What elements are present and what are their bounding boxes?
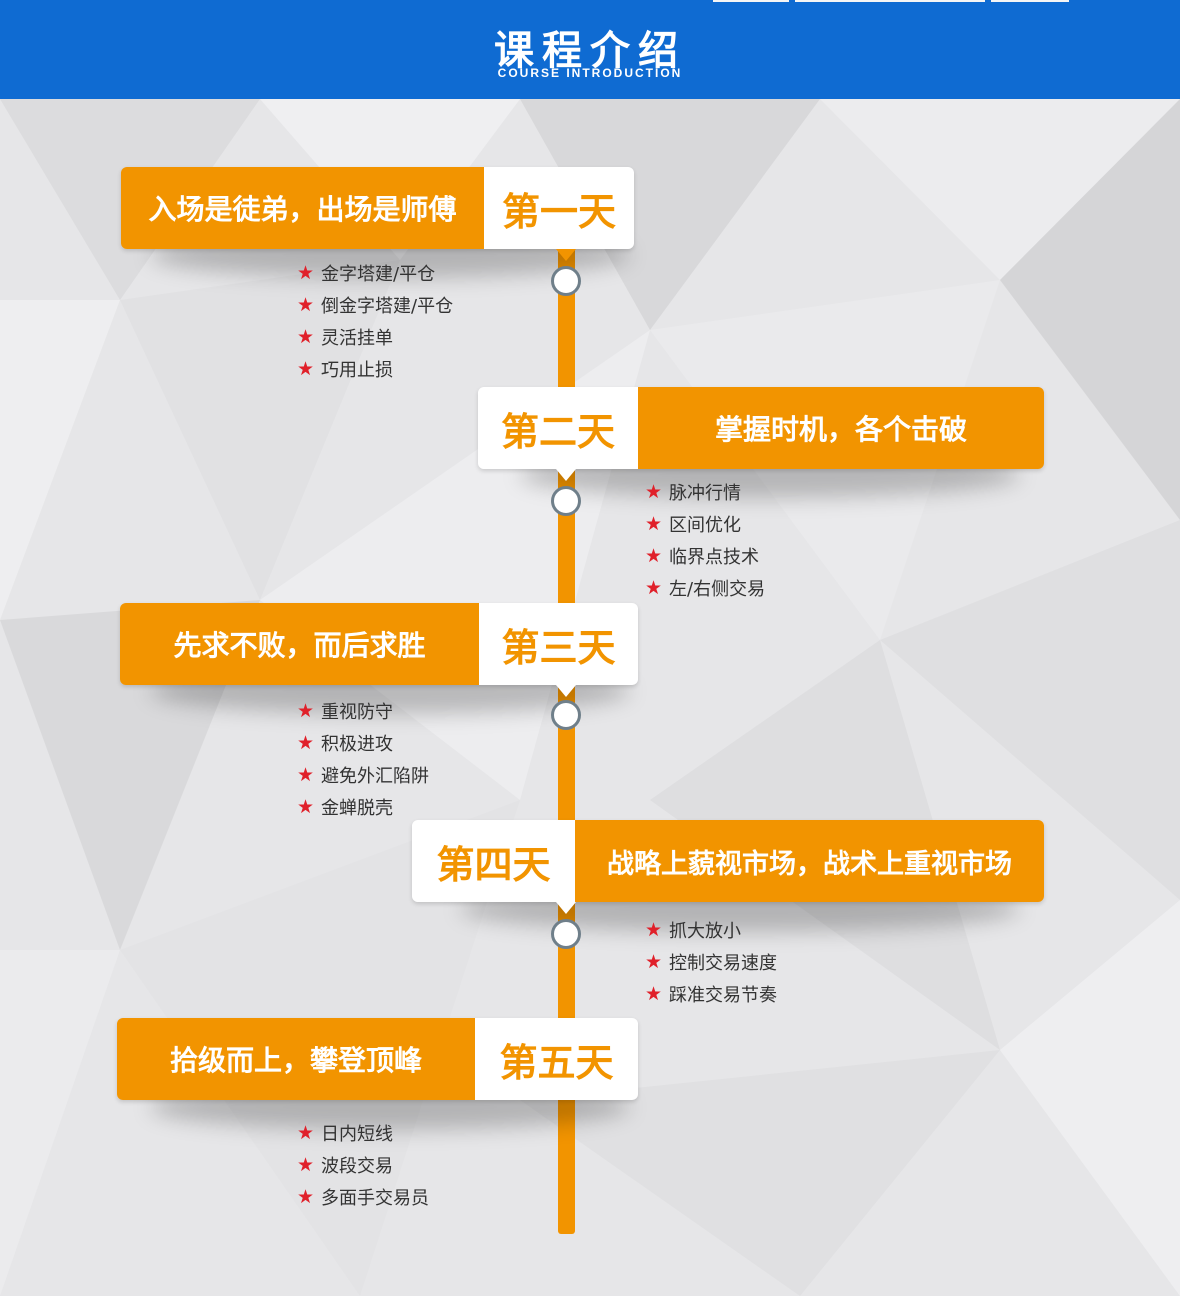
day-topic-list: ★ 金字塔建/平仓 ★ 倒金字塔建/平仓 ★ 灵活挂单 ★ 巧用止损 (297, 257, 453, 385)
page-title: 课程介绍 (494, 28, 686, 74)
list-item: ★ 日内短线 (297, 1117, 429, 1149)
topic-label: 灵活挂单 (321, 328, 393, 349)
card-pointer (556, 685, 576, 697)
topic-label: 临界点技术 (669, 547, 759, 568)
list-item: ★ 灵活挂单 (297, 321, 453, 353)
star-icon: ★ (297, 764, 315, 786)
star-icon: ★ (645, 983, 663, 1005)
star-icon: ★ (297, 294, 315, 316)
star-icon: ★ (297, 1122, 315, 1144)
day-slogan: 掌握时机，各个击破 (638, 387, 1044, 469)
day-slogan: 入场是徒弟，出场是师傅 (121, 167, 484, 249)
day-card-5: 拾级而上，攀登顶峰 第五天 (117, 1018, 638, 1100)
day-label: 第二天 (478, 387, 638, 469)
list-item: ★ 左/右侧交易 (645, 572, 765, 604)
list-item: ★ 区间优化 (645, 508, 765, 540)
day-label: 第三天 (479, 603, 638, 685)
topic-label: 控制交易速度 (669, 953, 777, 974)
card-pointer (556, 469, 576, 481)
timeline-node (551, 700, 581, 730)
top-tab-strip (713, 0, 789, 2)
day-slogan: 先求不败，而后求胜 (120, 603, 479, 685)
day-topic-list: ★ 重视防守 ★ 积极进攻 ★ 避免外汇陷阱 ★ 金蝉脱壳 (297, 695, 429, 823)
topic-label: 巧用止损 (321, 360, 393, 381)
topic-label: 踩准交易节奏 (669, 985, 777, 1006)
page-subtitle: COURSE INTRODUCTION (497, 66, 683, 80)
list-item: ★ 倒金字塔建/平仓 (297, 289, 453, 321)
star-icon: ★ (645, 919, 663, 941)
star-icon: ★ (297, 326, 315, 348)
card-pointer (556, 249, 576, 261)
star-icon: ★ (297, 1186, 315, 1208)
star-icon: ★ (645, 951, 663, 973)
topic-label: 金字塔建/平仓 (321, 264, 436, 285)
day-topic-list: ★ 日内短线 ★ 波段交易 ★ 多面手交易员 (297, 1117, 429, 1213)
topic-label: 抓大放小 (669, 921, 741, 942)
card-pointer (556, 902, 576, 914)
star-icon: ★ (297, 1154, 315, 1176)
page-header: 课程介绍 COURSE INTRODUCTION (0, 0, 1180, 99)
day-topic-list: ★ 脉冲行情 ★ 区间优化 ★ 临界点技术 ★ 左/右侧交易 (645, 476, 765, 604)
list-item: ★ 抓大放小 (645, 914, 777, 946)
star-icon: ★ (297, 262, 315, 284)
star-icon: ★ (297, 732, 315, 754)
star-icon: ★ (645, 513, 663, 535)
day-label: 第五天 (475, 1018, 638, 1100)
topic-label: 脉冲行情 (669, 483, 741, 504)
list-item: ★ 积极进攻 (297, 727, 429, 759)
list-item: ★ 波段交易 (297, 1149, 429, 1181)
topic-label: 日内短线 (321, 1124, 393, 1145)
day-card-4: 第四天 战略上藐视市场，战术上重视市场 (412, 820, 1044, 902)
top-tab-strip (795, 0, 985, 2)
list-item: ★ 踩准交易节奏 (645, 978, 777, 1010)
top-tab-strip (991, 0, 1069, 2)
topic-label: 区间优化 (669, 515, 741, 536)
topic-label: 多面手交易员 (321, 1188, 429, 1209)
timeline-node (551, 266, 581, 296)
topic-label: 倒金字塔建/平仓 (321, 296, 454, 317)
list-item: ★ 巧用止损 (297, 353, 453, 385)
day-card-2: 第二天 掌握时机，各个击破 (478, 387, 1044, 469)
topic-label: 积极进攻 (321, 734, 393, 755)
day-label: 第一天 (484, 167, 634, 249)
list-item: ★ 金蝉脱壳 (297, 791, 429, 823)
list-item: ★ 重视防守 (297, 695, 429, 727)
star-icon: ★ (297, 796, 315, 818)
day-slogan: 拾级而上，攀登顶峰 (117, 1018, 475, 1100)
star-icon: ★ (297, 358, 315, 380)
day-card-3: 先求不败，而后求胜 第三天 (120, 603, 638, 685)
list-item: ★ 金字塔建/平仓 (297, 257, 453, 289)
timeline-node (551, 486, 581, 516)
topic-label: 波段交易 (321, 1156, 393, 1177)
day-label: 第四天 (412, 820, 575, 902)
star-icon: ★ (645, 481, 663, 503)
day-topic-list: ★ 抓大放小 ★ 控制交易速度 ★ 踩准交易节奏 (645, 914, 777, 1010)
day-slogan: 战略上藐视市场，战术上重视市场 (575, 820, 1044, 902)
topic-label: 左/右侧交易 (669, 579, 766, 600)
timeline-node (551, 919, 581, 949)
list-item: ★ 临界点技术 (645, 540, 765, 572)
list-item: ★ 多面手交易员 (297, 1181, 429, 1213)
day-card-1: 入场是徒弟，出场是师傅 第一天 (121, 167, 634, 249)
topic-label: 重视防守 (321, 702, 393, 723)
star-icon: ★ (645, 545, 663, 567)
topic-label: 金蝉脱壳 (321, 798, 393, 819)
list-item: ★ 避免外汇陷阱 (297, 759, 429, 791)
list-item: ★ 控制交易速度 (645, 946, 777, 978)
star-icon: ★ (645, 577, 663, 599)
list-item: ★ 脉冲行情 (645, 476, 765, 508)
topic-label: 避免外汇陷阱 (321, 766, 429, 787)
star-icon: ★ (297, 700, 315, 722)
